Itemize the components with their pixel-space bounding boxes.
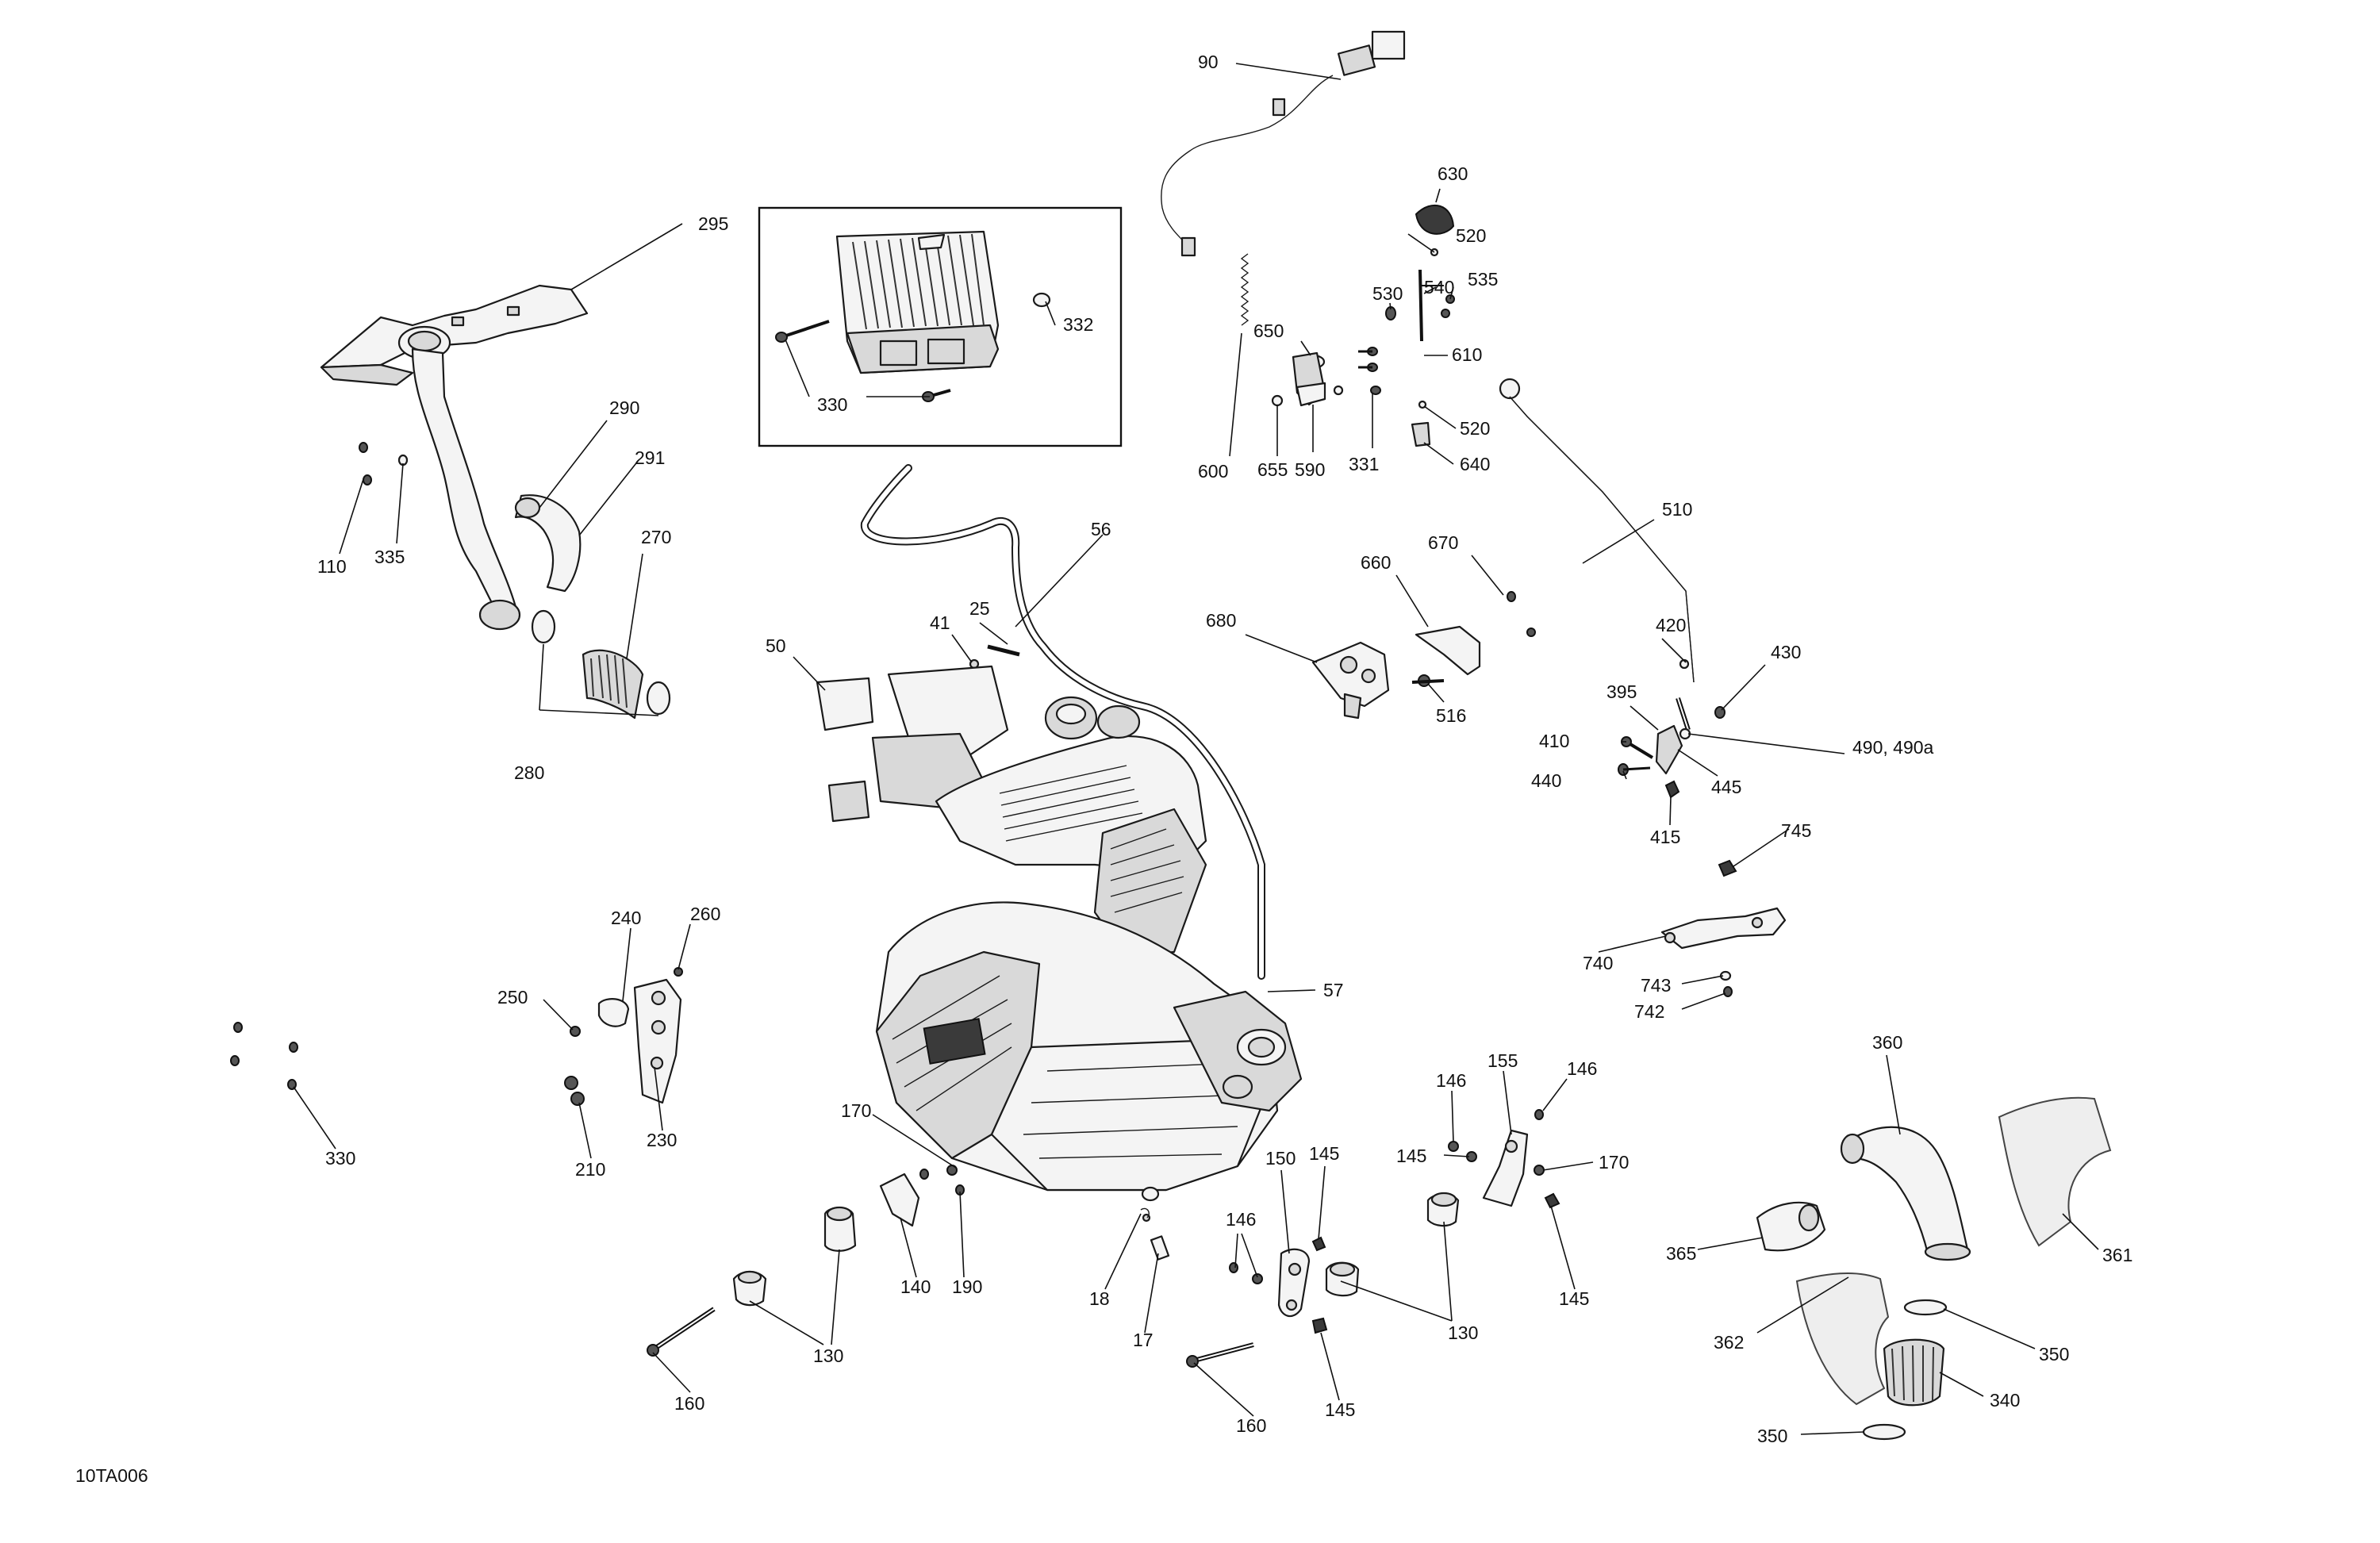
part-label-361: 361 (2102, 1245, 2132, 1265)
part-label-240: 240 (611, 908, 641, 928)
part-label-655: 655 (1257, 459, 1288, 480)
part-label-440: 440 (1531, 770, 1561, 791)
mount-parts (230, 967, 1560, 1368)
part-label-640: 640 (1460, 454, 1490, 474)
part-label-331: 331 (1349, 454, 1379, 474)
part-label-510: 510 (1662, 499, 1692, 520)
exhaust-group (1756, 1096, 2112, 1441)
part-label-600: 600 (1198, 461, 1228, 482)
linkage-group (1618, 658, 1726, 799)
part-label-150: 150 (1265, 1148, 1296, 1169)
part-label-146: 146 (1436, 1070, 1466, 1091)
part-label-350: 350 (2039, 1344, 2069, 1365)
part-label-490: 490, 490a (1852, 737, 1934, 758)
part-label-230: 230 (647, 1130, 677, 1150)
part-label-210: 210 (575, 1159, 605, 1180)
part-label-330b: 330 (325, 1148, 355, 1169)
part-label-362: 362 (1714, 1332, 1744, 1353)
part-labels: 90 295 332 330 630 520 540 535 530 650 6… (75, 52, 2132, 1486)
engine-assembly (816, 644, 1303, 1223)
part-label-295: 295 (698, 213, 728, 234)
part-label-190: 190 (952, 1276, 982, 1297)
part-label-350b: 350 (1757, 1426, 1787, 1446)
part-label-745: 745 (1781, 820, 1811, 841)
part-label-260: 260 (690, 904, 720, 924)
part-label-516: 516 (1436, 705, 1466, 726)
part-label-660: 660 (1361, 552, 1391, 573)
part-label-332: 332 (1063, 314, 1093, 335)
part-label-743: 743 (1641, 975, 1671, 996)
throttle-rod (1499, 378, 1695, 683)
part-label-290: 290 (609, 397, 639, 418)
part-label-17: 17 (1133, 1330, 1154, 1350)
part-label-130b: 130 (1448, 1322, 1478, 1343)
part-label-160: 160 (674, 1393, 704, 1414)
part-label-535: 535 (1468, 269, 1498, 290)
part-label-110: 110 (317, 556, 347, 577)
part-label-415: 415 (1650, 827, 1680, 847)
part-label-540: 540 (1424, 277, 1454, 297)
ecm-inset (758, 206, 1123, 447)
part-label-146c: 146 (1226, 1209, 1256, 1230)
part-label-742: 742 (1634, 1001, 1664, 1022)
part-label-530: 530 (1372, 283, 1403, 304)
part-label-155: 155 (1488, 1050, 1518, 1071)
part-label-445: 445 (1711, 777, 1741, 797)
bracket-group (1311, 591, 1536, 720)
part-label-250: 250 (497, 987, 528, 1008)
part-label-670: 670 (1428, 532, 1458, 553)
part-label-160b: 160 (1236, 1415, 1266, 1436)
part-label-650: 650 (1253, 320, 1284, 341)
part-label-57: 57 (1323, 980, 1344, 1000)
part-label-170: 170 (841, 1100, 871, 1121)
part-label-520: 520 (1456, 225, 1486, 246)
wiring-harness (1161, 30, 1406, 257)
part-label-145b: 145 (1309, 1143, 1339, 1164)
part-label-590: 590 (1295, 459, 1325, 480)
part-label-340: 340 (1990, 1390, 2020, 1411)
part-label-170b: 170 (1599, 1152, 1629, 1173)
part-label-18: 18 (1089, 1288, 1110, 1309)
part-label-430: 430 (1771, 642, 1801, 662)
part-label-145: 145 (1396, 1146, 1426, 1166)
part-label-365: 365 (1666, 1243, 1696, 1264)
part-label-630: 630 (1438, 163, 1468, 184)
part-label-140: 140 (900, 1276, 931, 1297)
part-label-146b: 146 (1567, 1058, 1597, 1079)
throttle-pedal-group (1240, 204, 1455, 447)
part-label-740: 740 (1583, 953, 1613, 973)
part-label-520b: 520 (1460, 418, 1490, 439)
part-label-130: 130 (813, 1345, 843, 1366)
part-label-56: 56 (1091, 519, 1111, 539)
air-intake-group (320, 284, 671, 720)
diagram-code: 10TA006 (75, 1465, 148, 1486)
part-label-145c: 145 (1559, 1288, 1589, 1309)
part-label-410: 410 (1539, 731, 1569, 751)
part-label-610: 610 (1452, 344, 1482, 365)
part-label-291: 291 (635, 447, 665, 468)
part-label-420: 420 (1656, 615, 1686, 635)
part-label-50: 50 (766, 635, 786, 656)
bracket-740 (1660, 859, 1787, 997)
part-label-25: 25 (969, 598, 990, 619)
part-label-145d: 145 (1325, 1399, 1355, 1420)
part-label-335: 335 (374, 547, 405, 567)
part-label-360: 360 (1872, 1032, 1902, 1053)
part-label-395: 395 (1606, 681, 1637, 702)
leader-lines (293, 63, 2099, 1435)
part-label-90: 90 (1198, 52, 1219, 72)
part-label-41: 41 (930, 612, 950, 633)
part-label-330: 330 (817, 394, 847, 415)
part-label-680: 680 (1206, 610, 1236, 631)
part-label-270: 270 (641, 527, 671, 547)
part-label-280: 280 (514, 762, 544, 783)
